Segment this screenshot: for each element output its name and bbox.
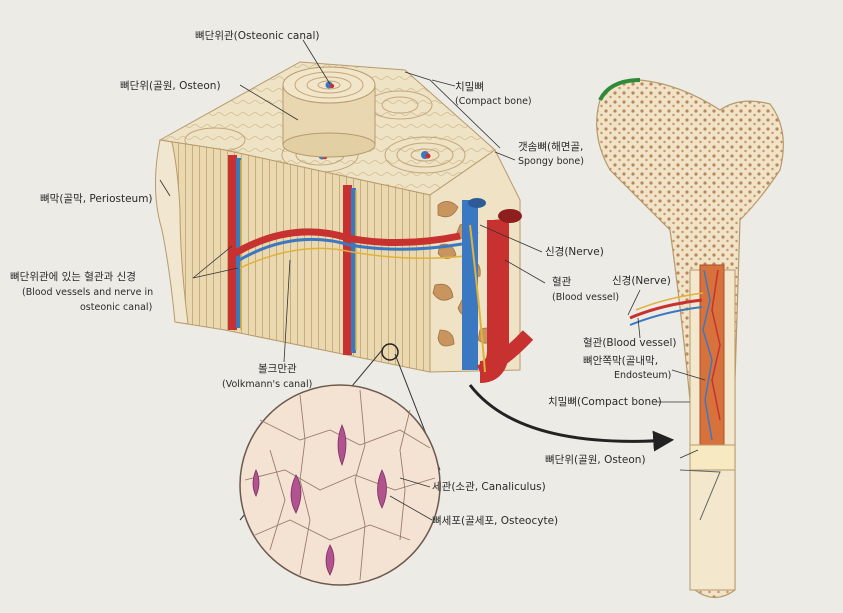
label-endosteum-ko: 뼈안쪽막(골내막, [583, 355, 658, 367]
label-vessel-mid-en: (Blood vessel) [552, 292, 619, 303]
label-spongy-en: Spongy bone) [518, 156, 584, 167]
label-spongy-ko: 갯솜뼈(해면골, [518, 140, 583, 153]
magnified-osteocytes [239, 343, 441, 586]
label-canal-vessels-en2: osteonic canal) [80, 302, 152, 313]
compact-bone-block [155, 61, 534, 383]
cut-lines [679, 469, 721, 521]
label-osteocyte: 뼈세포(골세포, Osteocyte) [432, 515, 558, 527]
exiting-vessels [462, 198, 534, 383]
label-osteon-right: 뼈단위(골원, Osteon) [545, 453, 646, 466]
label-volkmann-ko: 볼크만관 [258, 363, 297, 375]
label-compact-right: 치밀뼈(Compact bone) [548, 396, 662, 408]
label-canal-vessels-ko: 뼈단위관에 있는 혈관과 신경 [10, 270, 136, 283]
labels: 뼈단위관(Osteonic canal) 뼈단위(골원, Osteon) 치밀뼈… [10, 29, 676, 527]
label-nerve-right: 신경(Nerve) [612, 274, 671, 287]
femur-cartilage [598, 78, 641, 101]
magnifier-origin [381, 343, 399, 361]
label-nerve-mid: 신경(Nerve) [545, 245, 604, 258]
label-endosteum-en: Endosteum) [614, 370, 671, 381]
label-osteon-top: 뼈단위(골원, Osteon) [120, 79, 221, 92]
medullary-cavity [699, 264, 725, 446]
leader-lines [159, 39, 706, 521]
label-osteonic-canal: 뼈단위관(Osteonic canal) [195, 29, 319, 42]
bone-cut-wedge [689, 444, 736, 471]
magnify-arrow [468, 384, 675, 452]
long-bone [596, 78, 784, 599]
label-vessel-mid-ko: 혈관 [552, 275, 572, 288]
protruding-osteon [282, 66, 376, 158]
label-compact-top-ko: 치밀뼈 [455, 81, 484, 93]
label-volkmann-en: (Volkmann's canal) [222, 379, 312, 390]
canal-vessels [228, 155, 357, 355]
osteocyte-cells [252, 423, 387, 576]
label-periosteum: 뼈막(골막, Periosteum) [40, 193, 153, 205]
label-canaliculus: 세관(소관, Canaliculus) [432, 481, 546, 493]
volkmann-vessels [230, 228, 466, 269]
medullary-vessels [629, 269, 721, 441]
label-canal-vessels-en1: (Blood vessels and nerve in [22, 287, 153, 298]
label-vessel-right: 혈관(Blood vessel) [583, 336, 676, 349]
label-compact-top-en: (Compact bone) [455, 96, 532, 107]
